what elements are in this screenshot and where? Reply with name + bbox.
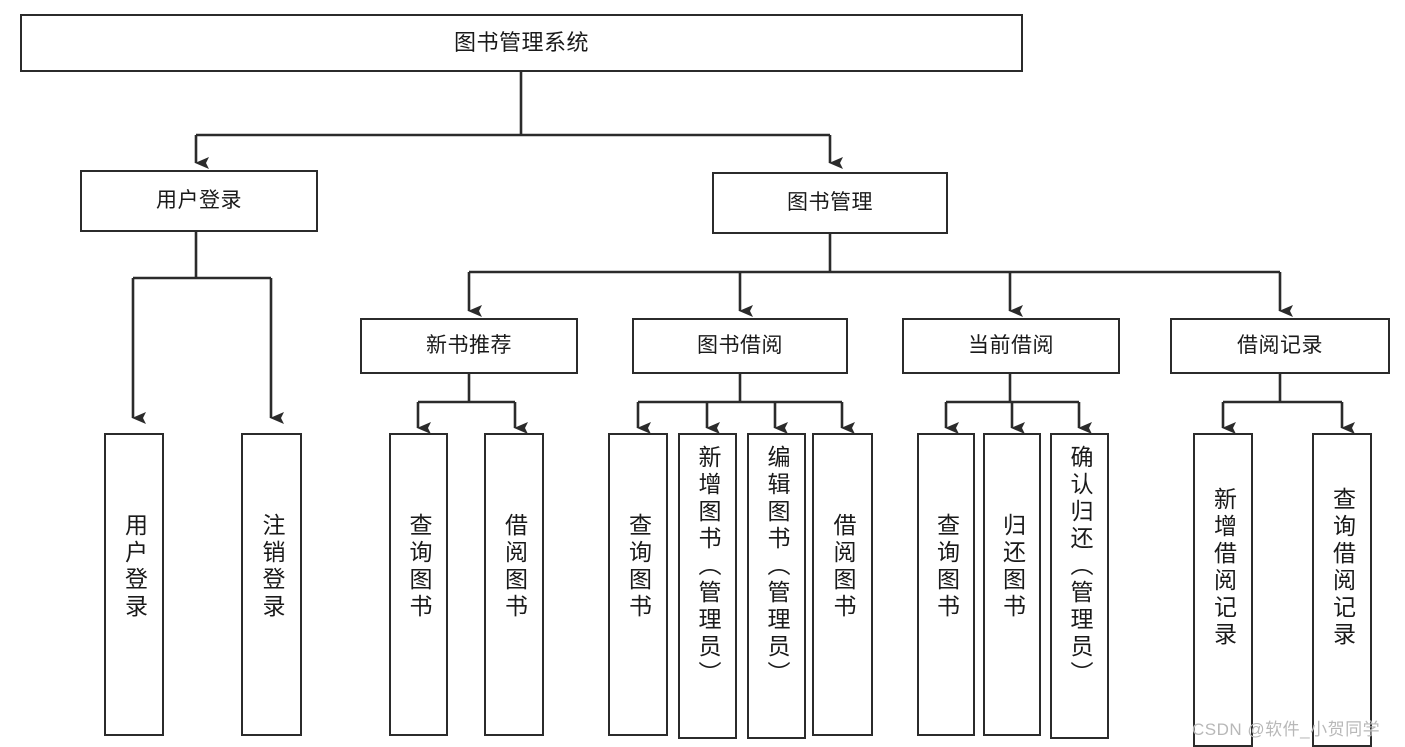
node-new-book-rec[interactable]: 新书推荐 [360, 318, 578, 374]
leaf-add-book[interactable]: 新增图书（管理员） [678, 433, 737, 739]
leaf-confirm-return-label: 确认归还（管理员） [1067, 445, 1093, 688]
leaf-query-book-3-label: 查询图书 [933, 513, 960, 621]
leaf-confirm-return[interactable]: 确认归还（管理员） [1050, 433, 1109, 739]
leaf-borrow-book-2[interactable]: 借阅图书 [812, 433, 873, 736]
leaf-edit-book-label: 编辑图书（管理员） [764, 445, 790, 688]
leaf-edit-book[interactable]: 编辑图书（管理员） [747, 433, 806, 739]
node-root[interactable]: 图书管理系统 [20, 14, 1023, 72]
leaf-logout-label: 注销登录 [259, 513, 285, 621]
node-user-login-label: 用户登录 [156, 188, 242, 212]
node-current-borrow-label: 当前借阅 [968, 333, 1054, 357]
node-book-borrow[interactable]: 图书借阅 [632, 318, 848, 374]
node-root-label: 图书管理系统 [453, 30, 589, 56]
leaf-query-book-1[interactable]: 查询图书 [389, 433, 448, 736]
leaf-query-book-2[interactable]: 查询图书 [608, 433, 668, 736]
node-new-book-rec-label: 新书推荐 [426, 333, 512, 357]
leaf-add-record[interactable]: 新增借阅记录 [1193, 433, 1253, 747]
node-borrow-record-label: 借阅记录 [1237, 333, 1323, 357]
node-current-borrow[interactable]: 当前借阅 [902, 318, 1120, 374]
node-book-borrow-label: 图书借阅 [697, 333, 783, 357]
leaf-borrow-book-2-label: 借阅图书 [830, 513, 856, 621]
leaf-user-login[interactable]: 用户登录 [104, 433, 164, 736]
leaf-query-record-label: 查询借阅记录 [1329, 487, 1356, 649]
leaf-user-login-label: 用户登录 [121, 513, 148, 621]
node-borrow-record[interactable]: 借阅记录 [1170, 318, 1390, 374]
node-book-manage-label: 图书管理 [787, 190, 873, 214]
leaf-query-book-2-label: 查询图书 [625, 513, 652, 621]
leaf-query-record[interactable]: 查询借阅记录 [1312, 433, 1372, 747]
leaf-query-book-3[interactable]: 查询图书 [917, 433, 975, 736]
leaf-return-book-label: 归还图书 [999, 513, 1026, 621]
leaf-add-book-label: 新增图书（管理员） [695, 445, 721, 688]
leaf-logout[interactable]: 注销登录 [241, 433, 302, 736]
node-book-manage[interactable]: 图书管理 [712, 172, 948, 234]
watermark: CSDN @软件_小贺同学 [1192, 720, 1381, 739]
leaf-borrow-book-1-label: 借阅图书 [501, 513, 528, 621]
leaf-add-record-label: 新增借阅记录 [1210, 487, 1237, 649]
leaf-borrow-book-1[interactable]: 借阅图书 [484, 433, 544, 736]
leaf-return-book[interactable]: 归还图书 [983, 433, 1041, 736]
leaf-query-book-1-label: 查询图书 [406, 513, 432, 621]
node-user-login[interactable]: 用户登录 [80, 170, 318, 232]
